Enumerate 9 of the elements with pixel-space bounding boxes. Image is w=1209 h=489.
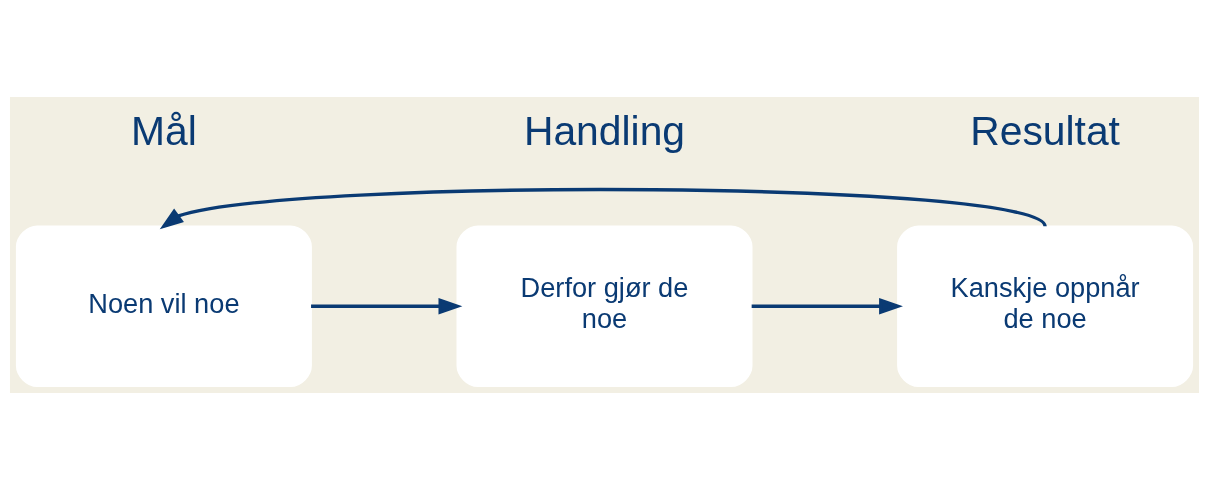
arrow <box>311 297 463 315</box>
label: Resultat <box>970 107 1120 154</box>
arrow <box>159 187 1047 229</box>
label: Handling <box>523 107 686 154</box>
node-box: Derfor gjør de noe <box>456 224 753 387</box>
arrow <box>751 297 903 315</box>
label: Mål <box>131 107 197 154</box>
node-box: Kanskje oppnår de noe <box>897 224 1194 387</box>
node-box: Noen vil noe <box>15 224 312 387</box>
